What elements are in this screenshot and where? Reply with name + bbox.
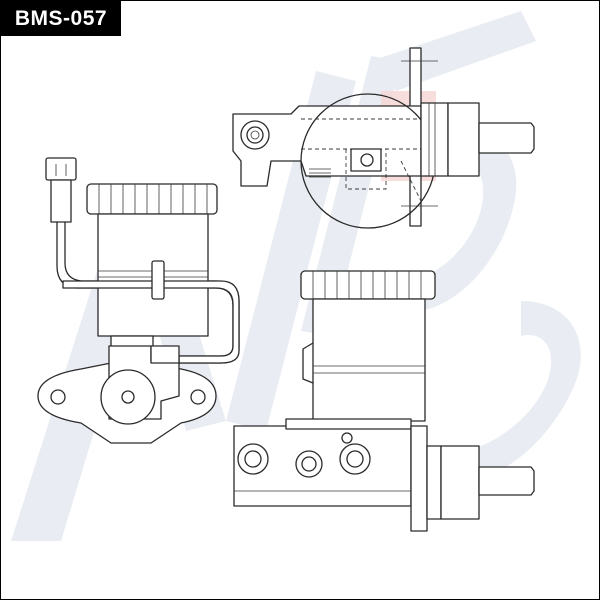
top-view-pushrod xyxy=(478,122,535,154)
side-port-3-inner xyxy=(346,450,364,468)
top-view-boss-inner xyxy=(246,126,264,144)
part-code-label: BMS-057 xyxy=(1,1,121,36)
side-view-seat xyxy=(285,418,412,430)
left-view-cap xyxy=(86,183,218,215)
left-view xyxy=(37,157,240,444)
side-view-cap-ribs xyxy=(312,271,422,299)
side-view-cap xyxy=(300,270,436,300)
top-view-boss-bore xyxy=(250,130,260,140)
side-view-flange xyxy=(410,425,428,532)
left-flange-hole-2 xyxy=(190,389,206,405)
side-view-clip xyxy=(302,342,314,384)
top-view-port-bore xyxy=(360,153,374,167)
side-bleed-screw xyxy=(341,432,353,444)
wire-clip xyxy=(151,260,165,300)
left-flange-hole-1 xyxy=(50,389,66,405)
watermark-stroke-f xyxy=(411,129,517,311)
side-port-1-inner xyxy=(244,450,262,468)
side-view-collar xyxy=(426,445,442,520)
left-view-switch xyxy=(150,345,180,364)
side-view-pushrod xyxy=(478,466,535,496)
left-view-cap-ribs xyxy=(98,184,208,214)
side-port-2-inner xyxy=(301,456,317,472)
side-view-reservoir xyxy=(312,298,426,422)
top-view-hatch xyxy=(309,168,331,178)
watermark-stroke-g xyxy=(466,301,581,481)
connector-housing xyxy=(45,157,77,181)
side-view xyxy=(233,270,535,532)
connector-body xyxy=(50,179,72,223)
top-view xyxy=(232,47,535,229)
top-view-barrel xyxy=(447,102,480,177)
side-view-barrel xyxy=(440,445,480,520)
top-view-collar xyxy=(420,102,449,177)
left-view-bore-inner xyxy=(121,390,135,404)
